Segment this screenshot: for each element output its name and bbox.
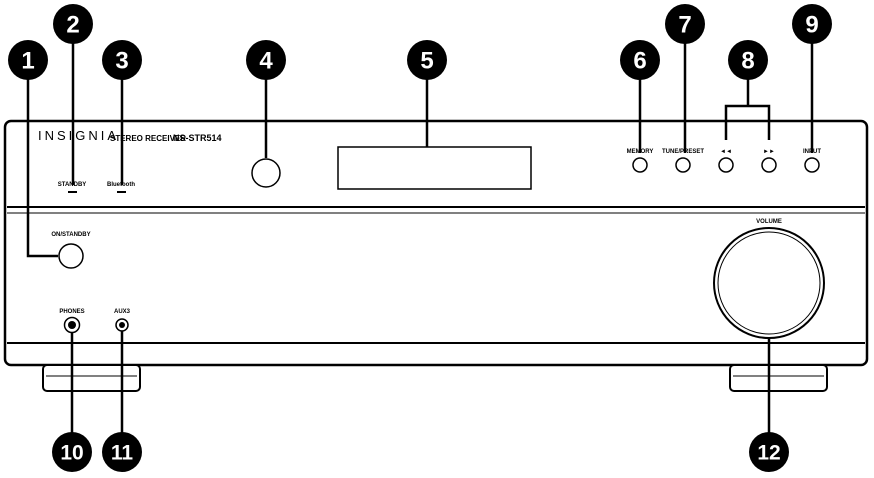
svg-text:11: 11 (111, 442, 134, 465)
input-button[interactable] (804, 157, 820, 173)
svg-text:8: 8 (741, 48, 754, 75)
aux3-jack-hole (119, 322, 125, 328)
callout-11: 11 (102, 432, 142, 472)
volume-knob[interactable] (713, 227, 825, 339)
right-foot (729, 364, 828, 392)
receiver-body (3, 119, 869, 367)
callout-5: 5 (407, 40, 447, 80)
callout-7: 7 (665, 4, 705, 44)
power-button[interactable] (58, 243, 84, 269)
callout-4: 4 (246, 40, 286, 80)
prev-label: ◄◄ (720, 149, 732, 155)
left-foot (42, 364, 141, 392)
callout-3: 3 (102, 40, 142, 80)
prev-button[interactable] (718, 157, 734, 173)
svg-text:12: 12 (757, 442, 780, 465)
svg-text:4: 4 (259, 48, 273, 75)
callout-9: 9 (792, 4, 832, 44)
display-window (337, 146, 532, 190)
model-name: NS-STR514 (173, 133, 222, 143)
memory-button[interactable] (632, 157, 648, 173)
callout-1: 1 (8, 40, 48, 80)
leader-8-bracket (724, 104, 771, 140)
phones-jack[interactable] (63, 316, 81, 334)
svg-text:1: 1 (21, 48, 34, 75)
callout-2: 2 (53, 4, 93, 44)
svg-text:5: 5 (420, 48, 433, 75)
svg-text:9: 9 (805, 12, 818, 39)
volume-label: VOLUME (756, 219, 782, 225)
svg-text:7: 7 (678, 12, 691, 39)
tune-preset-button[interactable] (675, 157, 691, 173)
callout-6: 6 (620, 40, 660, 80)
phones-label: PHONES (59, 309, 84, 315)
tune-preset-label: TUNE/PRESET (662, 149, 704, 155)
callout-10: 10 (52, 432, 92, 472)
next-button[interactable] (761, 157, 777, 173)
remote-sensor (251, 158, 281, 188)
brand-logo: INSIGNIA (38, 128, 119, 143)
aux3-label: AUX3 (114, 309, 131, 315)
phones-jack-hole (68, 321, 76, 329)
next-label: ►► (763, 149, 775, 155)
feet (42, 364, 828, 392)
callout-12: 12 (749, 432, 789, 472)
leader-lines (26, 42, 814, 440)
svg-text:10: 10 (60, 442, 83, 465)
standby-led (68, 191, 77, 193)
svg-text:6: 6 (633, 48, 646, 75)
model-prefix: STEREO RECEIVER (110, 134, 186, 143)
receiver-outline (3, 119, 869, 367)
svg-text:3: 3 (115, 48, 128, 75)
callout-8: 8 (728, 40, 768, 80)
volume-knob-inner-ring (717, 231, 821, 335)
svg-text:2: 2 (66, 12, 79, 39)
on-standby-label: ON/STANDBY (51, 232, 90, 238)
leader-1 (26, 78, 58, 258)
bluetooth-led (117, 191, 126, 193)
